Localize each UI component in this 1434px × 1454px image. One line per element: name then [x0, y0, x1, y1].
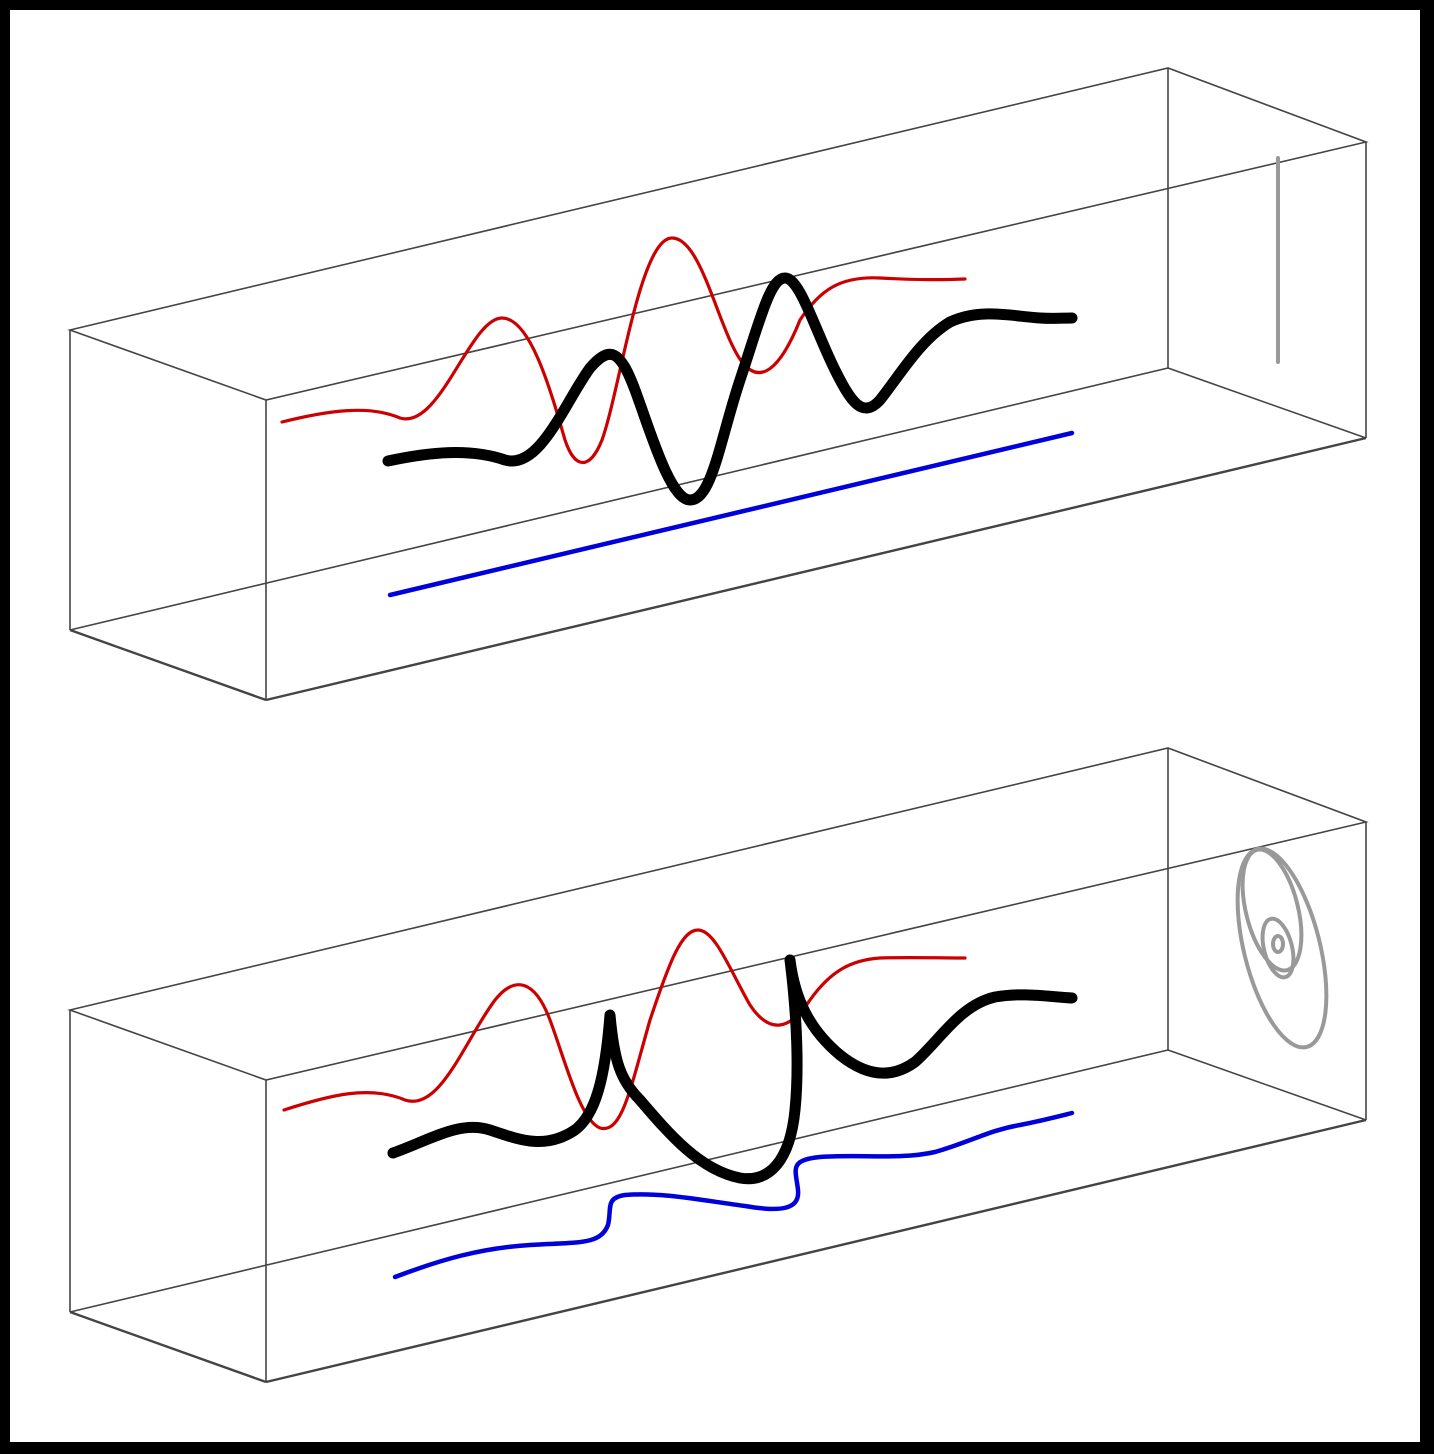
- bottom-black-wave: [387, 954, 1078, 1185]
- top-panel: [67, 67, 1369, 702]
- top-black-wave: [382, 272, 1078, 506]
- top-red-wave: [280, 236, 967, 464]
- figure-frame: [10, 10, 1420, 1442]
- top-blue-line: [387, 430, 1075, 598]
- bottom-red-wave: [282, 928, 967, 1131]
- bottom-panel: [67, 747, 1369, 1384]
- bottom-projection-spiral: [1235, 846, 1329, 1050]
- top-box: [67, 67, 1369, 702]
- bottom-blue-wave: [392, 1110, 1075, 1280]
- bottom-box: [67, 747, 1369, 1384]
- diagram-canvas: [67, 67, 1369, 1384]
